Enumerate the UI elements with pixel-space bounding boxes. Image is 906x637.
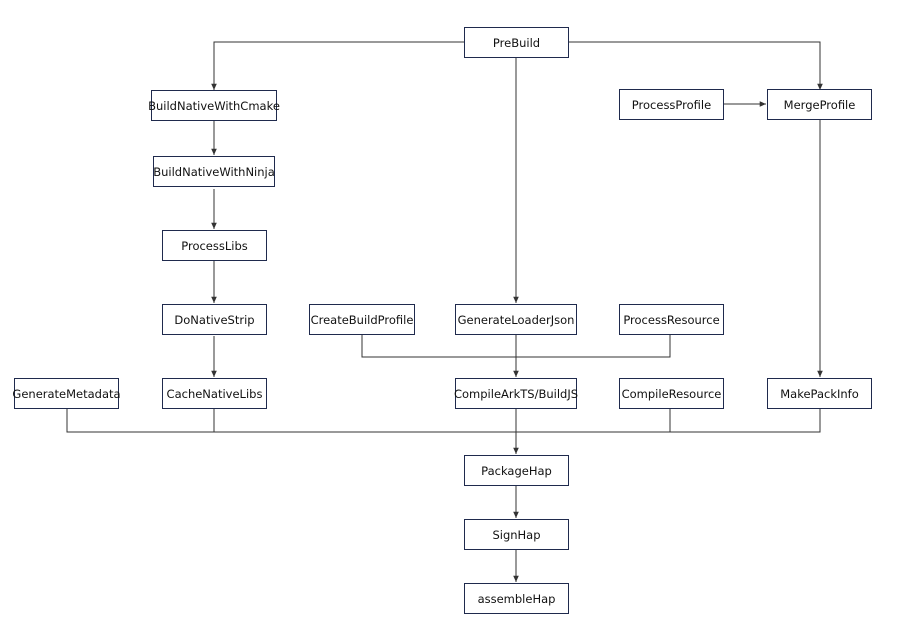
node-cache-native-libs: CacheNativeLibs (162, 378, 267, 409)
node-process-profile: ProcessProfile (619, 89, 724, 120)
node-compile-arkts-buildjs: CompileArkTS/BuildJS (454, 378, 578, 409)
node-package-hap: PackageHap (464, 455, 569, 486)
node-prebuild: PreBuild (464, 27, 569, 58)
node-make-pack-info: MakePackInfo (767, 378, 872, 409)
node-build-native-with-cmake: BuildNativeWithCmake (148, 90, 280, 121)
node-build-native-with-ninja: BuildNativeWithNinja (153, 156, 275, 187)
node-sign-hap: SignHap (464, 519, 569, 550)
node-merge-profile: MergeProfile (767, 89, 872, 120)
node-generate-metadata: GenerateMetadata (12, 378, 121, 409)
node-assemble-hap: assembleHap (464, 583, 569, 614)
node-create-build-profile: CreateBuildProfile (309, 304, 415, 335)
node-process-resource: ProcessResource (619, 304, 724, 335)
node-generate-loader-json: GenerateLoaderJson (455, 304, 577, 335)
edge-merge-bus (66, 409, 821, 433)
node-compile-resource: CompileResource (619, 378, 724, 409)
edge-prebuild-to-mergeprofile (568, 41, 823, 90)
node-process-libs: ProcessLibs (162, 230, 267, 261)
edge-prebuild-to-cmake (211, 41, 465, 90)
node-do-native-strip: DoNativeStrip (162, 304, 267, 335)
